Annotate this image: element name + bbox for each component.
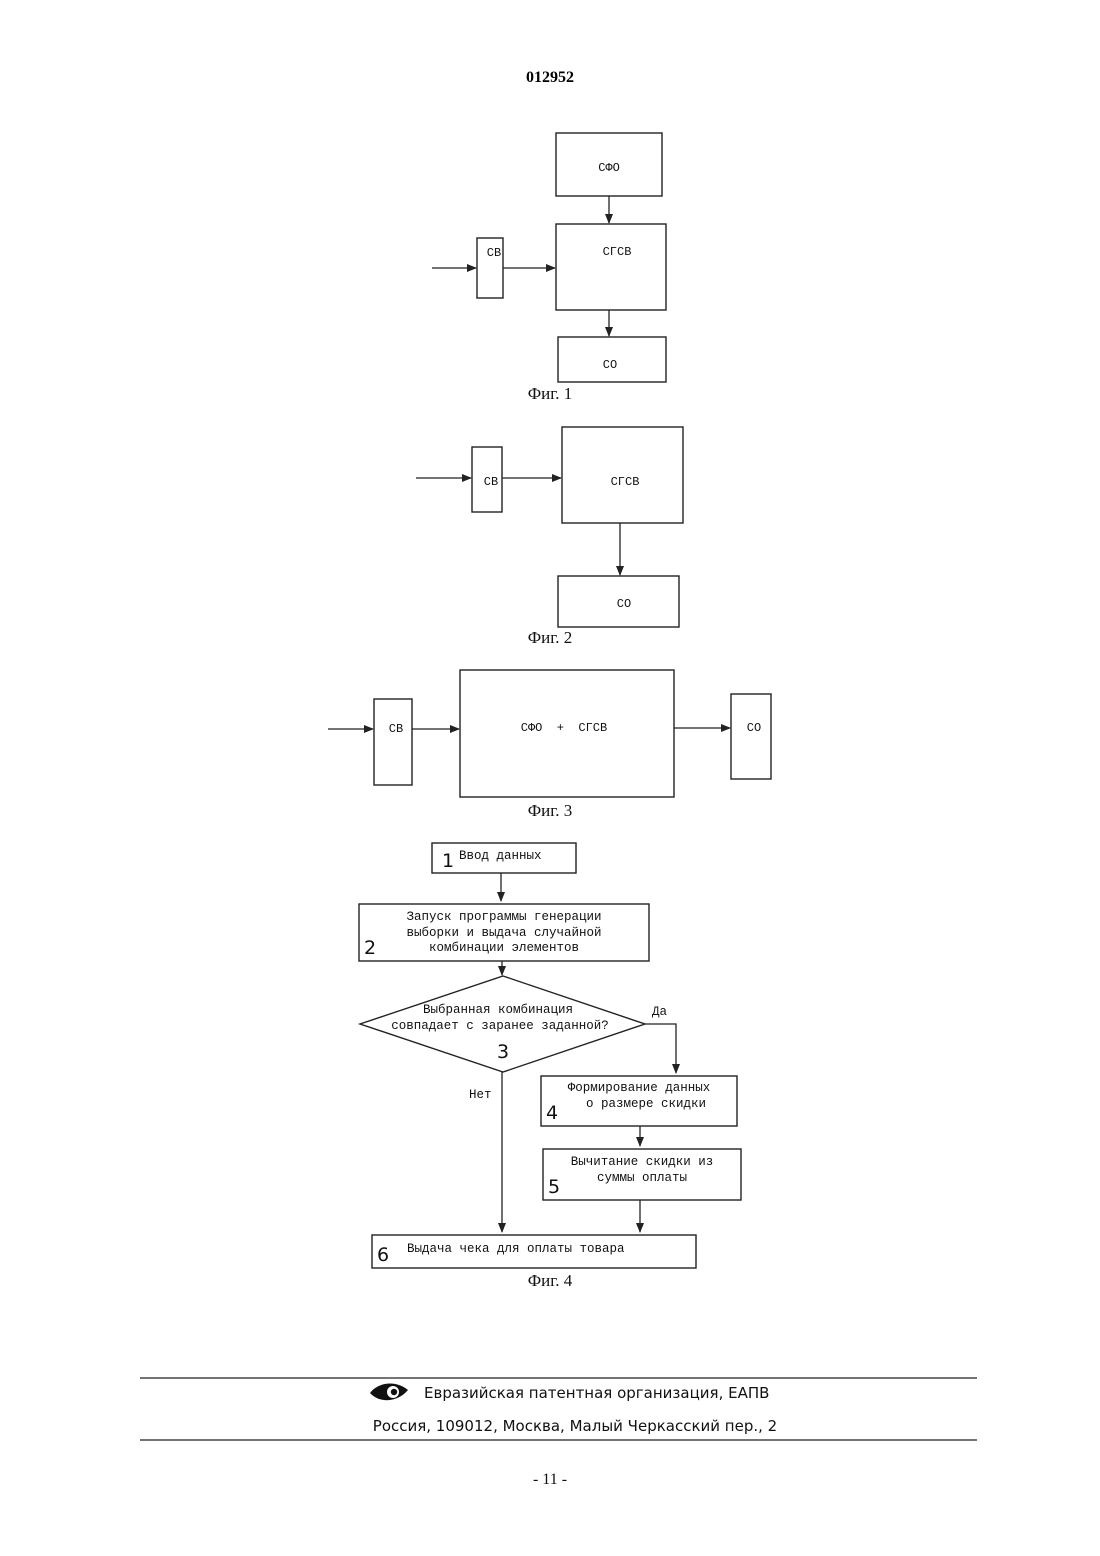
flow-step-2-number: 2 bbox=[364, 937, 376, 959]
fig1-sv-label: СВ bbox=[487, 246, 501, 260]
flow-step-6-text: Выдача чека для оплаты товара bbox=[407, 1242, 625, 1256]
flow-step-6-number: 6 bbox=[377, 1244, 389, 1266]
flow-step-1-text: Ввод данных bbox=[459, 849, 542, 863]
fig3-so-block bbox=[731, 694, 771, 779]
figure-4: 1 Ввод данных 2 Запуск программы генерац… bbox=[359, 843, 741, 1290]
fig3-combined-label: СФО + СГСВ bbox=[521, 721, 607, 735]
flow-step-5-line-1: Вычитание скидки из bbox=[571, 1155, 714, 1169]
fig2-caption: Фиг. 2 bbox=[528, 628, 573, 647]
figure-1: СФО СГСВ СВ СО Фиг. 1 bbox=[432, 133, 666, 403]
flow-step-5-number: 5 bbox=[548, 1176, 560, 1198]
fig3-so-label: СО bbox=[747, 721, 761, 735]
eye-logo-icon bbox=[370, 1384, 408, 1401]
fig1-sgsv-label: СГСВ bbox=[603, 245, 632, 259]
flow-step-4-line-1: Формирование данных bbox=[568, 1081, 711, 1095]
flow-yes-label: Да bbox=[652, 1005, 668, 1019]
fig2-sgsv-label: СГСВ bbox=[611, 475, 640, 489]
flow-step-1-number: 1 bbox=[442, 850, 454, 872]
fig2-sv-label: СВ bbox=[484, 475, 498, 489]
figure-2: СВ СГСВ СО Фиг. 2 bbox=[416, 427, 683, 647]
flow-step-4-line-2: о размере скидки bbox=[586, 1097, 706, 1111]
fig3-sv-block bbox=[374, 699, 412, 785]
page-number: - 11 - bbox=[533, 1471, 567, 1488]
flow-step-3-line-2: совпадает с заранее заданной? bbox=[391, 1019, 609, 1033]
footer: Евразийская патентная организация, ЕАПВ … bbox=[140, 1378, 977, 1488]
fig3-caption: Фиг. 3 bbox=[528, 801, 573, 820]
flow-no-label: Нет bbox=[469, 1088, 492, 1102]
flow-step-3-number: 3 bbox=[497, 1041, 509, 1063]
flow-step-2-line-1: Запуск программы генерации bbox=[406, 910, 601, 924]
figure-3: СВ СФО + СГСВ СО Фиг. 3 bbox=[328, 670, 771, 820]
fig1-so-label: СО bbox=[603, 358, 617, 372]
flow-step-2-line-2: выборки и выдача случайной bbox=[406, 926, 601, 940]
doc-number: 012952 bbox=[526, 69, 574, 86]
flow-arrow-yes-4 bbox=[645, 1024, 676, 1073]
footer-org-name: Евразийская патентная организация, ЕАПВ bbox=[424, 1384, 769, 1402]
fig1-sgsv-block bbox=[556, 224, 666, 310]
flow-step-3-line-1: Выбранная комбинация bbox=[423, 1003, 573, 1017]
flow-step-5-line-2: суммы оплаты bbox=[597, 1171, 687, 1185]
fig1-sfo-label: СФО bbox=[598, 161, 620, 175]
fig3-sv-label: СВ bbox=[389, 722, 403, 736]
flow-step-2-line-3: комбинации элементов bbox=[429, 941, 579, 955]
fig1-caption: Фиг. 1 bbox=[528, 384, 573, 403]
fig4-caption: Фиг. 4 bbox=[528, 1271, 573, 1290]
fig2-so-label: СО bbox=[617, 597, 631, 611]
footer-address: Россия, 109012, Москва, Малый Черкасский… bbox=[373, 1417, 777, 1435]
flow-step-4-number: 4 bbox=[546, 1102, 558, 1124]
